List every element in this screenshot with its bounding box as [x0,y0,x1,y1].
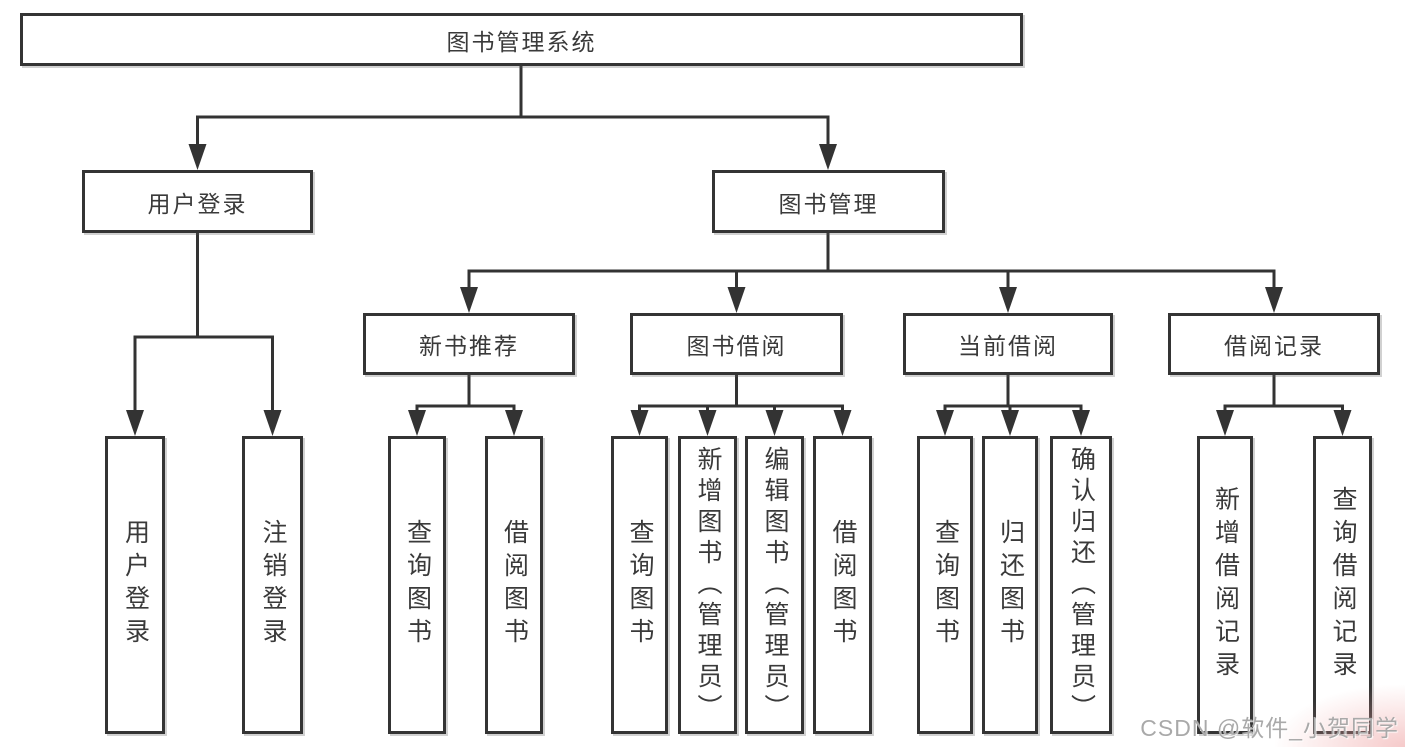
node-new-books: 新书推荐 [363,313,575,375]
node-book-borrow: 图书借阅 [630,313,843,375]
node-current-borrow-label: 当前借阅 [958,333,1058,359]
watermark: CSDN @软件_小贺同学 [1140,715,1399,741]
arrowhead-icon [630,410,649,436]
node-root: 图书管理系统 [20,13,1023,66]
leaf-newbooks-query-label: 查询图书 [403,519,432,651]
node-borrow-records: 借阅记录 [1168,313,1380,375]
leaf-borrow-add-admin-label: 新增图书（管理员） [694,445,722,725]
arrowhead-icon [765,410,784,436]
leaf-logout-label: 注销登录 [259,519,287,651]
arrowhead-icon [408,410,426,436]
arrowhead-icon [188,144,207,170]
leaf-current-return-label: 归还图书 [996,519,1025,651]
leaf-newbooks-query: 查询图书 [388,436,446,734]
node-user-login-label: 用户登录 [147,190,248,217]
corner-tint [1275,685,1405,747]
arrowhead-icon [1265,287,1283,313]
arrowhead-icon [936,410,954,436]
arrowhead-icon [263,410,282,436]
leaf-records-add-label: 新增借阅记录 [1211,486,1240,684]
node-borrow-records-label: 借阅记录 [1224,333,1324,359]
leaf-newbooks-borrow-label: 借阅图书 [500,519,529,651]
arrowhead-icon [1333,410,1352,436]
leaf-user-login: 用户登录 [105,436,165,734]
leaf-borrow-edit-admin-label: 编辑图书（管理员） [761,445,789,725]
arrowhead-icon [1001,410,1019,436]
leaf-borrow-add-admin: 新增图书（管理员） [678,436,737,734]
leaf-borrow-query-label: 查询图书 [626,519,654,651]
leaf-records-query-label: 查询借阅记录 [1329,486,1357,684]
leaf-logout: 注销登录 [242,436,303,734]
arrowhead-icon [1216,410,1234,436]
arrowhead-icon [727,287,746,313]
leaf-user-login-label: 用户登录 [121,519,150,651]
leaf-borrow-borrow: 借阅图书 [813,436,872,734]
node-new-books-label: 新书推荐 [419,333,519,359]
arrowhead-icon [1072,410,1090,436]
node-book-mgmt: 图书管理 [712,170,945,233]
leaf-current-confirm-admin-label: 确认归还（管理员） [1067,445,1096,725]
leaf-current-confirm-admin: 确认归还（管理员） [1050,436,1112,734]
leaf-current-query-label: 查询图书 [931,519,960,651]
arrowhead-icon [999,287,1017,313]
leaf-current-return: 归还图书 [982,436,1038,734]
leaf-records-add: 新增借阅记录 [1197,436,1253,734]
leaf-borrow-edit-admin: 编辑图书（管理员） [745,436,804,734]
arrowhead-icon [698,410,717,436]
node-current-borrow: 当前借阅 [903,313,1113,375]
node-book-borrow-label: 图书借阅 [686,333,787,359]
node-book-mgmt-label: 图书管理 [778,190,879,217]
node-root-label: 图书管理系统 [446,28,597,55]
arrowhead-icon [460,287,478,313]
arrowhead-icon [819,144,837,170]
leaf-borrow-query: 查询图书 [611,436,668,734]
leaf-newbooks-borrow: 借阅图书 [485,436,543,734]
leaf-records-query: 查询借阅记录 [1313,436,1372,734]
leaf-current-query: 查询图书 [917,436,973,734]
arrowhead-icon [505,410,523,436]
arrowhead-icon [126,410,144,436]
node-user-login: 用户登录 [82,170,313,233]
arrowhead-icon [833,410,852,436]
leaf-borrow-borrow-label: 借阅图书 [829,519,857,651]
